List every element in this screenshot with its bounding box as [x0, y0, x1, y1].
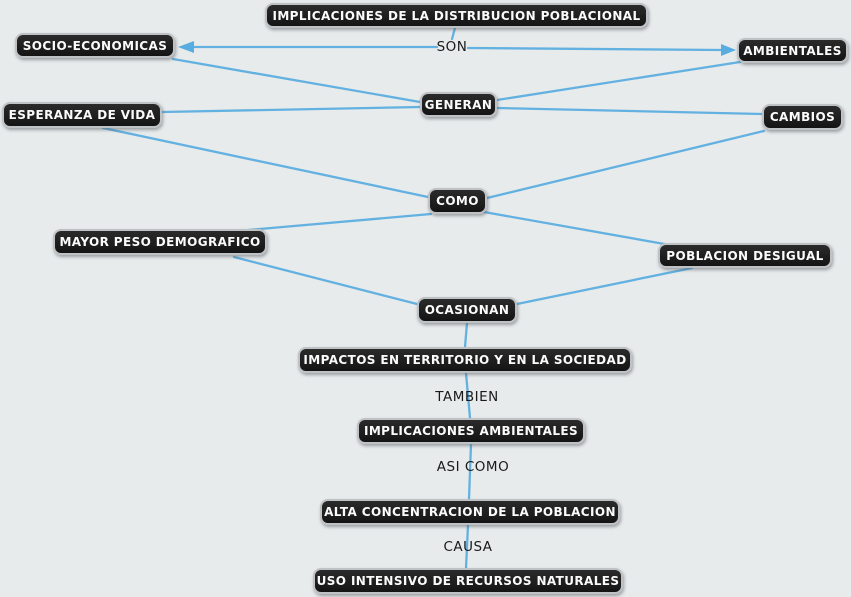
connector-impactos-implicaciones: [464, 371, 472, 420]
node-uso-intensivo-recursos[interactable]: USO INTENSIVO DE RECURSOS NATURALES: [313, 568, 623, 594]
connector-son-ambientales: [466, 46, 724, 52]
node-socio-economicas[interactable]: SOCIO-ECONOMICAS: [15, 33, 175, 58]
link-label-tambien[interactable]: TAMBIEN: [435, 389, 499, 405]
link-label-asi-como[interactable]: ASI COMO: [436, 459, 510, 475]
connector-generan-cambios: [495, 106, 764, 116]
connector-como-poblacion: [482, 210, 672, 247]
connector-title-son: [450, 26, 457, 41]
connector-esperanza-como: [101, 126, 430, 199]
node-ambientales[interactable]: AMBIENTALES: [737, 38, 848, 63]
connector-generan-ambientales: [495, 60, 742, 102]
link-label-causa[interactable]: CAUSA: [443, 539, 493, 555]
node-implicaciones-ambientales[interactable]: IMPLICACIONES AMBIENTALES: [357, 418, 585, 444]
node-ocasionan[interactable]: OCASIONAN: [417, 297, 517, 323]
connector-cambios-como: [485, 129, 766, 200]
connector-mayor-ocasionan: [232, 255, 419, 306]
connector-poblacion-ocasionan: [515, 266, 694, 306]
arrowhead-son-ambientales: [721, 44, 736, 56]
node-poblacion-desigual[interactable]: POBLACION DESIGUAL: [658, 243, 832, 268]
connector-implicaciones-alta: [467, 442, 473, 501]
arrowhead-son-socio: [178, 41, 194, 53]
node-generan[interactable]: GENERAN: [420, 92, 497, 117]
connector-socio-generan: [171, 57, 422, 104]
node-implicaciones-distribucion[interactable]: IMPLICACIONES DE LA DISTRIBUCION POBLACI…: [265, 3, 648, 28]
connector-esperanza-generan: [160, 105, 422, 114]
node-como[interactable]: COMO: [428, 188, 487, 214]
connector-ocasionan-impactos: [463, 321, 469, 349]
node-esperanza-de-vida[interactable]: ESPERANZA DE VIDA: [2, 102, 162, 128]
link-label-son[interactable]: SON: [436, 39, 468, 55]
node-impactos-territorio-sociedad[interactable]: IMPACTOS EN TERRITORIO Y EN LA SOCIEDAD: [298, 347, 632, 373]
node-mayor-peso-demografico[interactable]: MAYOR PESO DEMOGRAFICO: [53, 229, 267, 255]
node-cambios[interactable]: CAMBIOS: [762, 104, 843, 130]
node-alta-concentracion-poblacion[interactable]: ALTA CONCENTRACION DE LA POBLACION: [320, 499, 620, 525]
connector-alta-uso: [464, 523, 470, 570]
connector-como-mayor: [235, 212, 433, 233]
